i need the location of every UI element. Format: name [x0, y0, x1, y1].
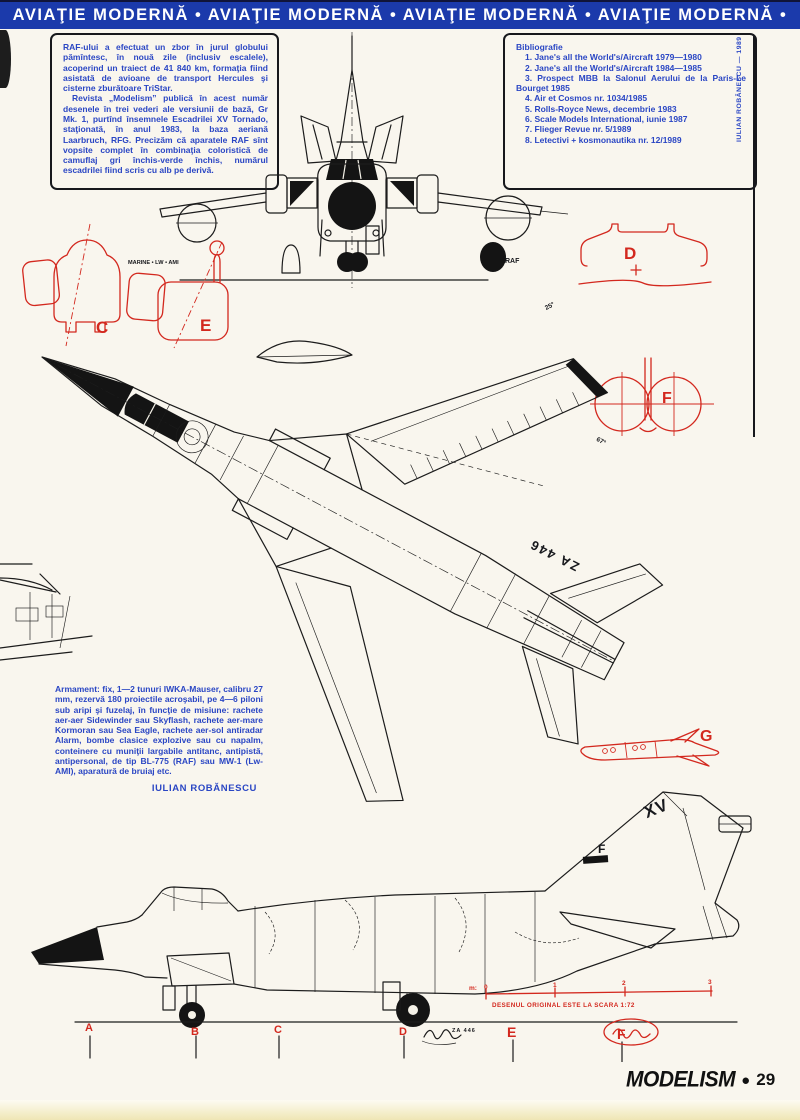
issue-bullet: ● [741, 1071, 751, 1089]
plan-view-drawing [41, 356, 664, 802]
bibliography-item: 3. Prospect MBB la Salonul Aerului de la… [516, 72, 746, 94]
page-banner: AVIAŢIE MODERNĂ • AVIAŢIE MODERNĂ • AVIA… [0, 0, 800, 29]
section-marker-c: C [274, 1024, 282, 1036]
scale-tick-label: 3 [708, 979, 712, 986]
airfoil-section-drawing [256, 340, 353, 364]
modelism-logo: MODELISM ● 29 [626, 1067, 776, 1092]
bibliography-item: 2. Jane's all the World's/Aircraft 1984—… [525, 62, 702, 73]
next-page-edge [0, 1100, 800, 1120]
detail-e-label: E [200, 316, 212, 335]
page-edge-rule [753, 35, 755, 437]
bibliography-item: 6. Scale Models International, iunie 198… [525, 113, 688, 124]
bibliography-title: Bibliografie [516, 42, 563, 52]
scale-caption: DESENUL ORIGINAL ESTE LA SCARA 1:72 [492, 1002, 635, 1009]
vertical-credit: IULIAN ROBĂNESCU — 1989 [736, 36, 743, 142]
armament-text: Armament: fix, 1—2 tunuri IWKA-Mauser, c… [55, 684, 263, 777]
nose-fragment-drawing [0, 563, 93, 661]
bibliography-item: 4. Air et Cosmos nr. 1034/1985 [525, 93, 648, 104]
detail-g-label: G [700, 728, 713, 745]
bibliography-item: 5. Rolls-Royce News, decembrie 1983 [525, 103, 677, 114]
detail-f-label: F [662, 390, 672, 407]
scale-tick-label: 2 [622, 980, 626, 987]
bibliography-item: 1. Jane's all the World's/Aircraft 1979—… [525, 52, 702, 63]
fin-letter-label: F [598, 842, 606, 856]
detail-c-label: C [96, 318, 109, 337]
armament-paragraph: Armament: fix, 1—2 tunuri IWKA-Mauser, c… [55, 684, 263, 794]
side-view-drawing [31, 791, 752, 1062]
bibliography-box: Bibliografie 1. Jane's all the World's/A… [503, 33, 757, 190]
bibliography-item: 8. Letectivi + kosmonautika nr. 12/1989 [525, 134, 682, 145]
scale-tick-label: 0 [484, 984, 488, 991]
armament-signature: IULIAN ROBĂNESCU [151, 782, 257, 794]
serial-small-label: ZA 446 [452, 1028, 476, 1034]
detail-d-drawing [578, 223, 712, 287]
scale-unit-label: m: [469, 985, 477, 992]
issue-number: 29 [756, 1070, 776, 1089]
marine-lw-ami-label: MARINE • LW • AMI [128, 260, 179, 266]
section-marker-b: B [191, 1026, 199, 1038]
section-marker-e: E [507, 1024, 517, 1040]
section-marker-d: D [399, 1026, 407, 1038]
artist-signature-mark [421, 1029, 462, 1045]
detail-g-drawing [580, 728, 720, 767]
intro-paragraph-2: Revista „Modelism” publică în acest numă… [63, 93, 268, 176]
scale-tick-label: 1 [553, 982, 557, 989]
banner-text: AVIAŢIE MODERNĂ • AVIAŢIE MODERNĂ • AVIA… [12, 6, 788, 24]
intro-box: RAF-ului a efectuat un zbor în jurul glo… [50, 33, 279, 190]
detail-f-drawing [590, 357, 714, 436]
section-marker-a: A [85, 1022, 93, 1034]
intro-paragraph-1: RAF-ului a efectuat un zbor în jurul glo… [63, 42, 268, 94]
section-marker-f: F [617, 1026, 626, 1042]
logo-wordmark: MODELISM [626, 1067, 736, 1092]
front-view-raf-label: RAF [505, 258, 520, 265]
detail-c-e-drawing [22, 223, 229, 349]
scan-smudge [0, 30, 11, 88]
red-oval-stamp [603, 1018, 659, 1046]
scale-bar-drawing [485, 985, 713, 1000]
detail-d-label: D [624, 244, 637, 263]
front-view-drawing [159, 32, 569, 288]
bibliography-item: 7. Flieger Revue nr. 5/1989 [525, 124, 632, 135]
